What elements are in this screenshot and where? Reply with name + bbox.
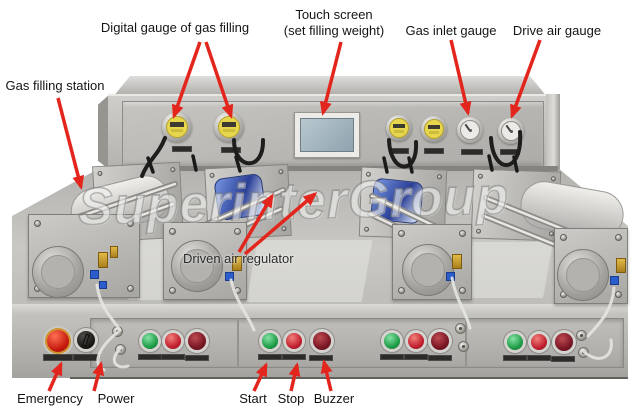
gauge-hub bbox=[509, 130, 513, 133]
station-1-air-connector bbox=[99, 281, 107, 289]
stop-button-2 bbox=[286, 333, 302, 349]
table-shine bbox=[246, 240, 373, 302]
gauge-name-plate bbox=[172, 146, 192, 152]
station-4-cylinder-face bbox=[557, 249, 609, 301]
button-label-plate bbox=[185, 355, 209, 361]
touch-screen-display bbox=[300, 118, 354, 152]
station-4-brass-fitting bbox=[616, 258, 626, 273]
bulkhead-connector bbox=[458, 341, 469, 352]
label-touch-screen: Touch screen (set filling weight) bbox=[259, 7, 409, 39]
gauge-buttons bbox=[223, 129, 235, 132]
station-3-cylinder-face bbox=[402, 244, 454, 296]
label-power: Power bbox=[97, 391, 135, 406]
button-label-plate bbox=[551, 356, 575, 362]
label-gas-filling-station: Gas filling station bbox=[5, 78, 105, 93]
gas-inlet-gauge bbox=[457, 117, 483, 143]
label-buzzer: Buzzer bbox=[313, 391, 355, 406]
station-3-brass-fitting bbox=[452, 254, 462, 269]
start-button-4 bbox=[507, 334, 523, 350]
panel-seam bbox=[237, 318, 239, 368]
label-air-regulator: Driven air regulator bbox=[183, 251, 294, 266]
button-label-plate bbox=[43, 354, 73, 361]
gauge-buttons bbox=[394, 130, 404, 133]
emergency-stop-button bbox=[47, 330, 69, 352]
base-bottom-edge bbox=[70, 377, 628, 379]
label-digital-gauge: Digital gauge of gas filling bbox=[100, 20, 250, 35]
station-2-air-connector bbox=[225, 272, 234, 281]
gauge-face bbox=[166, 116, 188, 138]
power-selector-knob bbox=[77, 331, 95, 349]
bulkhead-connector bbox=[115, 344, 126, 355]
label-gas-inlet-gauge: Gas inlet gauge bbox=[405, 23, 497, 38]
buzzer-light-3 bbox=[431, 332, 449, 350]
button-label-plate bbox=[73, 354, 99, 361]
label-touch-screen-line2: (set filling weight) bbox=[283, 23, 385, 38]
digital-gas-gauge-4 bbox=[421, 116, 447, 142]
stop-button-4 bbox=[531, 334, 547, 350]
gauge-name-plate bbox=[461, 149, 483, 155]
start-button-2 bbox=[262, 333, 278, 349]
gauge-buttons bbox=[171, 129, 183, 132]
buzzer-light-1 bbox=[188, 332, 206, 350]
button-label-plate bbox=[428, 355, 452, 361]
bulkhead-connector bbox=[112, 326, 123, 337]
start-button-1 bbox=[142, 333, 158, 349]
button-label-plate bbox=[404, 354, 428, 360]
station-1-cylinder-face bbox=[32, 246, 84, 298]
touch-screen bbox=[294, 112, 360, 158]
digital-gas-gauge-3 bbox=[386, 115, 412, 141]
cabinet-right-edge bbox=[546, 94, 560, 170]
gauge-buttons bbox=[429, 131, 439, 134]
bulkhead-connector bbox=[576, 330, 587, 341]
gauge-lcd bbox=[393, 124, 405, 128]
cabinet-left-side bbox=[98, 94, 110, 170]
label-drive-air-gauge: Drive air gauge bbox=[512, 23, 602, 38]
gauge-lcd bbox=[170, 122, 184, 127]
station-3-air-connector bbox=[446, 272, 455, 281]
label-touch-screen-line1: Touch screen bbox=[295, 7, 373, 22]
label-stop: Stop bbox=[277, 391, 305, 406]
bulkhead-connector bbox=[455, 323, 466, 334]
button-label-plate bbox=[309, 355, 333, 361]
table-shine bbox=[463, 242, 553, 298]
arrow-gas-filling-station bbox=[56, 97, 85, 190]
button-label-plate bbox=[527, 355, 551, 361]
buzzer-light-4 bbox=[555, 333, 573, 351]
gauge-face bbox=[389, 118, 409, 138]
digital-gas-gauge-2 bbox=[214, 112, 244, 142]
button-label-plate bbox=[258, 354, 282, 360]
gauge-face bbox=[424, 119, 444, 139]
gauge-name-plate bbox=[221, 147, 241, 153]
button-label-plate bbox=[138, 354, 162, 360]
gauge-name-plate bbox=[500, 149, 520, 155]
button-label-plate bbox=[161, 354, 185, 360]
buzzer-light-2 bbox=[313, 332, 331, 350]
drive-air-gauge bbox=[498, 118, 524, 144]
gauge-lcd bbox=[222, 122, 236, 127]
gauge-face bbox=[218, 116, 240, 138]
gauge-lcd bbox=[428, 125, 440, 129]
station-1-brass-fitting bbox=[98, 252, 108, 268]
station-2-cylinder-face bbox=[171, 240, 223, 292]
gauge-name-plate bbox=[389, 148, 409, 154]
station-1-brass-fitting bbox=[110, 246, 118, 258]
gauge-name-plate bbox=[424, 148, 444, 154]
button-label-plate bbox=[282, 354, 306, 360]
station-4-air-connector bbox=[610, 276, 619, 285]
button-label-plate bbox=[503, 355, 527, 361]
label-emergency: Emergency bbox=[17, 391, 83, 406]
label-start: Start bbox=[239, 391, 267, 406]
button-label-plate bbox=[380, 354, 404, 360]
station-3-air-regulator bbox=[369, 177, 425, 225]
digital-gas-gauge-1 bbox=[162, 112, 192, 142]
bulkhead-connector bbox=[578, 347, 589, 358]
station-2-air-regulator bbox=[213, 172, 267, 222]
stop-button-3 bbox=[408, 333, 424, 349]
start-button-3 bbox=[384, 333, 400, 349]
gauge-hub bbox=[468, 129, 472, 132]
station-1-air-connector bbox=[90, 270, 99, 279]
stop-button-1 bbox=[165, 333, 181, 349]
